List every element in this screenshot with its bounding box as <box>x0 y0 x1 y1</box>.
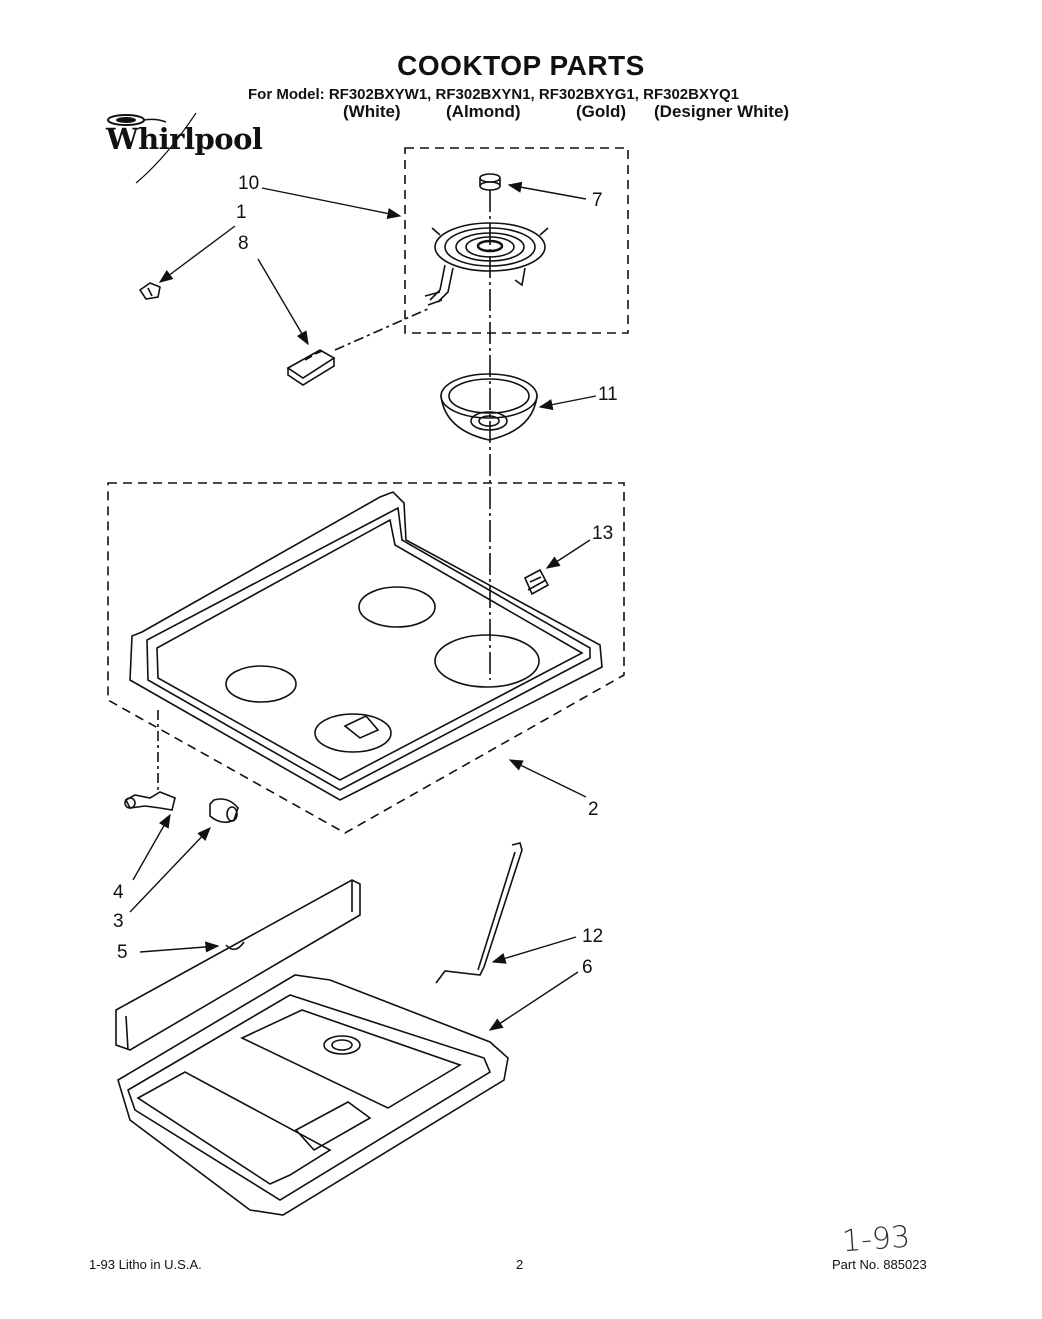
logo-text: Whirlpool <box>106 122 263 156</box>
callout-6: 6 <box>582 957 593 978</box>
part-1-clip <box>138 282 161 300</box>
part-12-rod <box>435 842 523 984</box>
callout-8: 8 <box>238 233 249 254</box>
element-dashed-box <box>404 147 629 334</box>
part-7-cap <box>479 173 501 191</box>
model-list: For Model: RF302BXYW1, RF302BXYN1, RF302… <box>248 86 739 103</box>
part-4-spring <box>124 791 176 811</box>
part-6-tray <box>117 974 509 1216</box>
footer-part-number: Part No. 885023 <box>832 1257 927 1272</box>
callout-2: 2 <box>588 799 599 820</box>
callout-11: 11 <box>598 384 618 405</box>
callout-3: 3 <box>113 911 124 932</box>
callout-7: 7 <box>592 190 603 211</box>
callout-13: 13 <box>592 523 614 544</box>
color-gold: (Gold) <box>576 102 627 121</box>
part-8-receptacle <box>286 349 336 386</box>
color-white: (White) <box>343 102 401 121</box>
part-3-bumper <box>209 798 239 824</box>
callout-5: 5 <box>117 942 128 963</box>
whirlpool-logo: Whirlpool <box>96 108 263 188</box>
part-10-surface-element <box>424 222 549 306</box>
callout-1: 1 <box>236 202 247 223</box>
footer-page-number: 2 <box>516 1257 524 1272</box>
color-almond: (Almond) <box>446 102 521 121</box>
callout-10: 10 <box>238 173 260 194</box>
part-11-drip-bowl <box>440 373 538 441</box>
part-13-bracket <box>523 568 550 596</box>
color-designer-white: (Designer White) <box>654 102 790 121</box>
callout-12: 12 <box>582 926 604 947</box>
part-5-channel <box>115 879 361 1051</box>
part-2-cooktop <box>129 491 603 801</box>
whirlpool-swirl-icon <box>107 112 197 184</box>
page-title: COOKTOP PARTS <box>397 50 645 81</box>
footer-litho: 1-93 Litho in U.S.A. <box>89 1257 202 1272</box>
cooktop-dashed-box <box>107 482 625 834</box>
callout-4: 4 <box>113 882 124 903</box>
handwritten-date: 1-93 <box>840 1219 912 1260</box>
leader-arrows <box>129 181 597 1031</box>
